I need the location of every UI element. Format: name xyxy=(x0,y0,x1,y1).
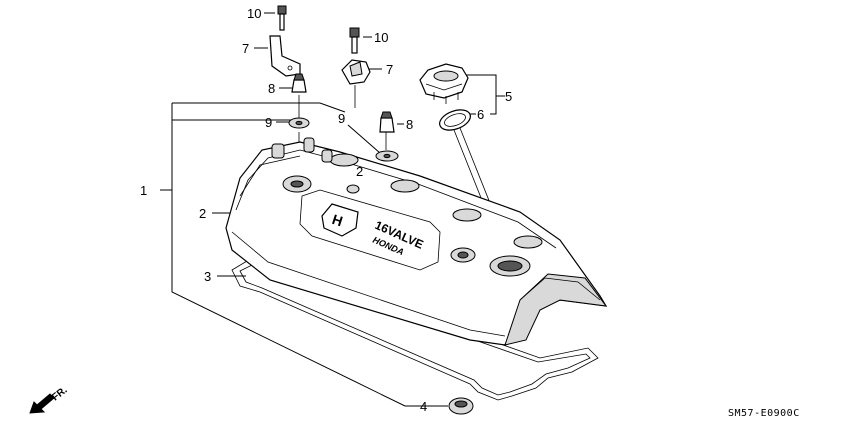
bolt-right xyxy=(349,27,360,54)
plug-hole-seal xyxy=(448,397,474,415)
nut-left xyxy=(291,73,307,93)
front-label: FR. xyxy=(50,385,70,404)
washer-right xyxy=(375,150,399,162)
callout-10-left: 10 xyxy=(247,6,261,21)
callout-3: 3 xyxy=(204,269,211,284)
nut-right xyxy=(379,111,395,133)
callout-5: 5 xyxy=(505,89,512,104)
callout-7-left: 7 xyxy=(242,41,249,56)
diagram-code: SM57-E0900C xyxy=(728,408,800,419)
front-arrow-icon xyxy=(29,393,55,414)
bracket-right xyxy=(341,59,371,85)
oil-filler-cap xyxy=(419,63,469,104)
filler-cap-o-ring xyxy=(439,109,471,131)
callout-labels: 1 2 2 3 4 5 6 7 7 8 8 9 9 10 10 xyxy=(140,6,512,414)
callout-7-right: 7 xyxy=(386,62,393,77)
callout-10-right: 10 xyxy=(374,30,388,45)
callout-2-body: 2 xyxy=(199,206,206,221)
callout-1: 1 xyxy=(140,183,147,198)
callout-9-left: 9 xyxy=(265,115,272,130)
callout-8-left: 8 xyxy=(268,81,275,96)
washer-left xyxy=(288,117,310,129)
bracket-left xyxy=(269,35,301,77)
front-direction-indicator: FR. xyxy=(29,385,70,414)
bolt-left xyxy=(277,5,287,31)
callout-8-right: 8 xyxy=(406,117,413,132)
svg-text:H: H xyxy=(330,211,345,229)
callout-4: 4 xyxy=(420,399,427,414)
callout-9-right: 9 xyxy=(338,111,345,126)
callout-2-top: 2 xyxy=(356,164,363,179)
callout-6: 6 xyxy=(477,107,484,122)
cylinder-head-cover: H 16VALVE HONDA xyxy=(225,137,608,346)
